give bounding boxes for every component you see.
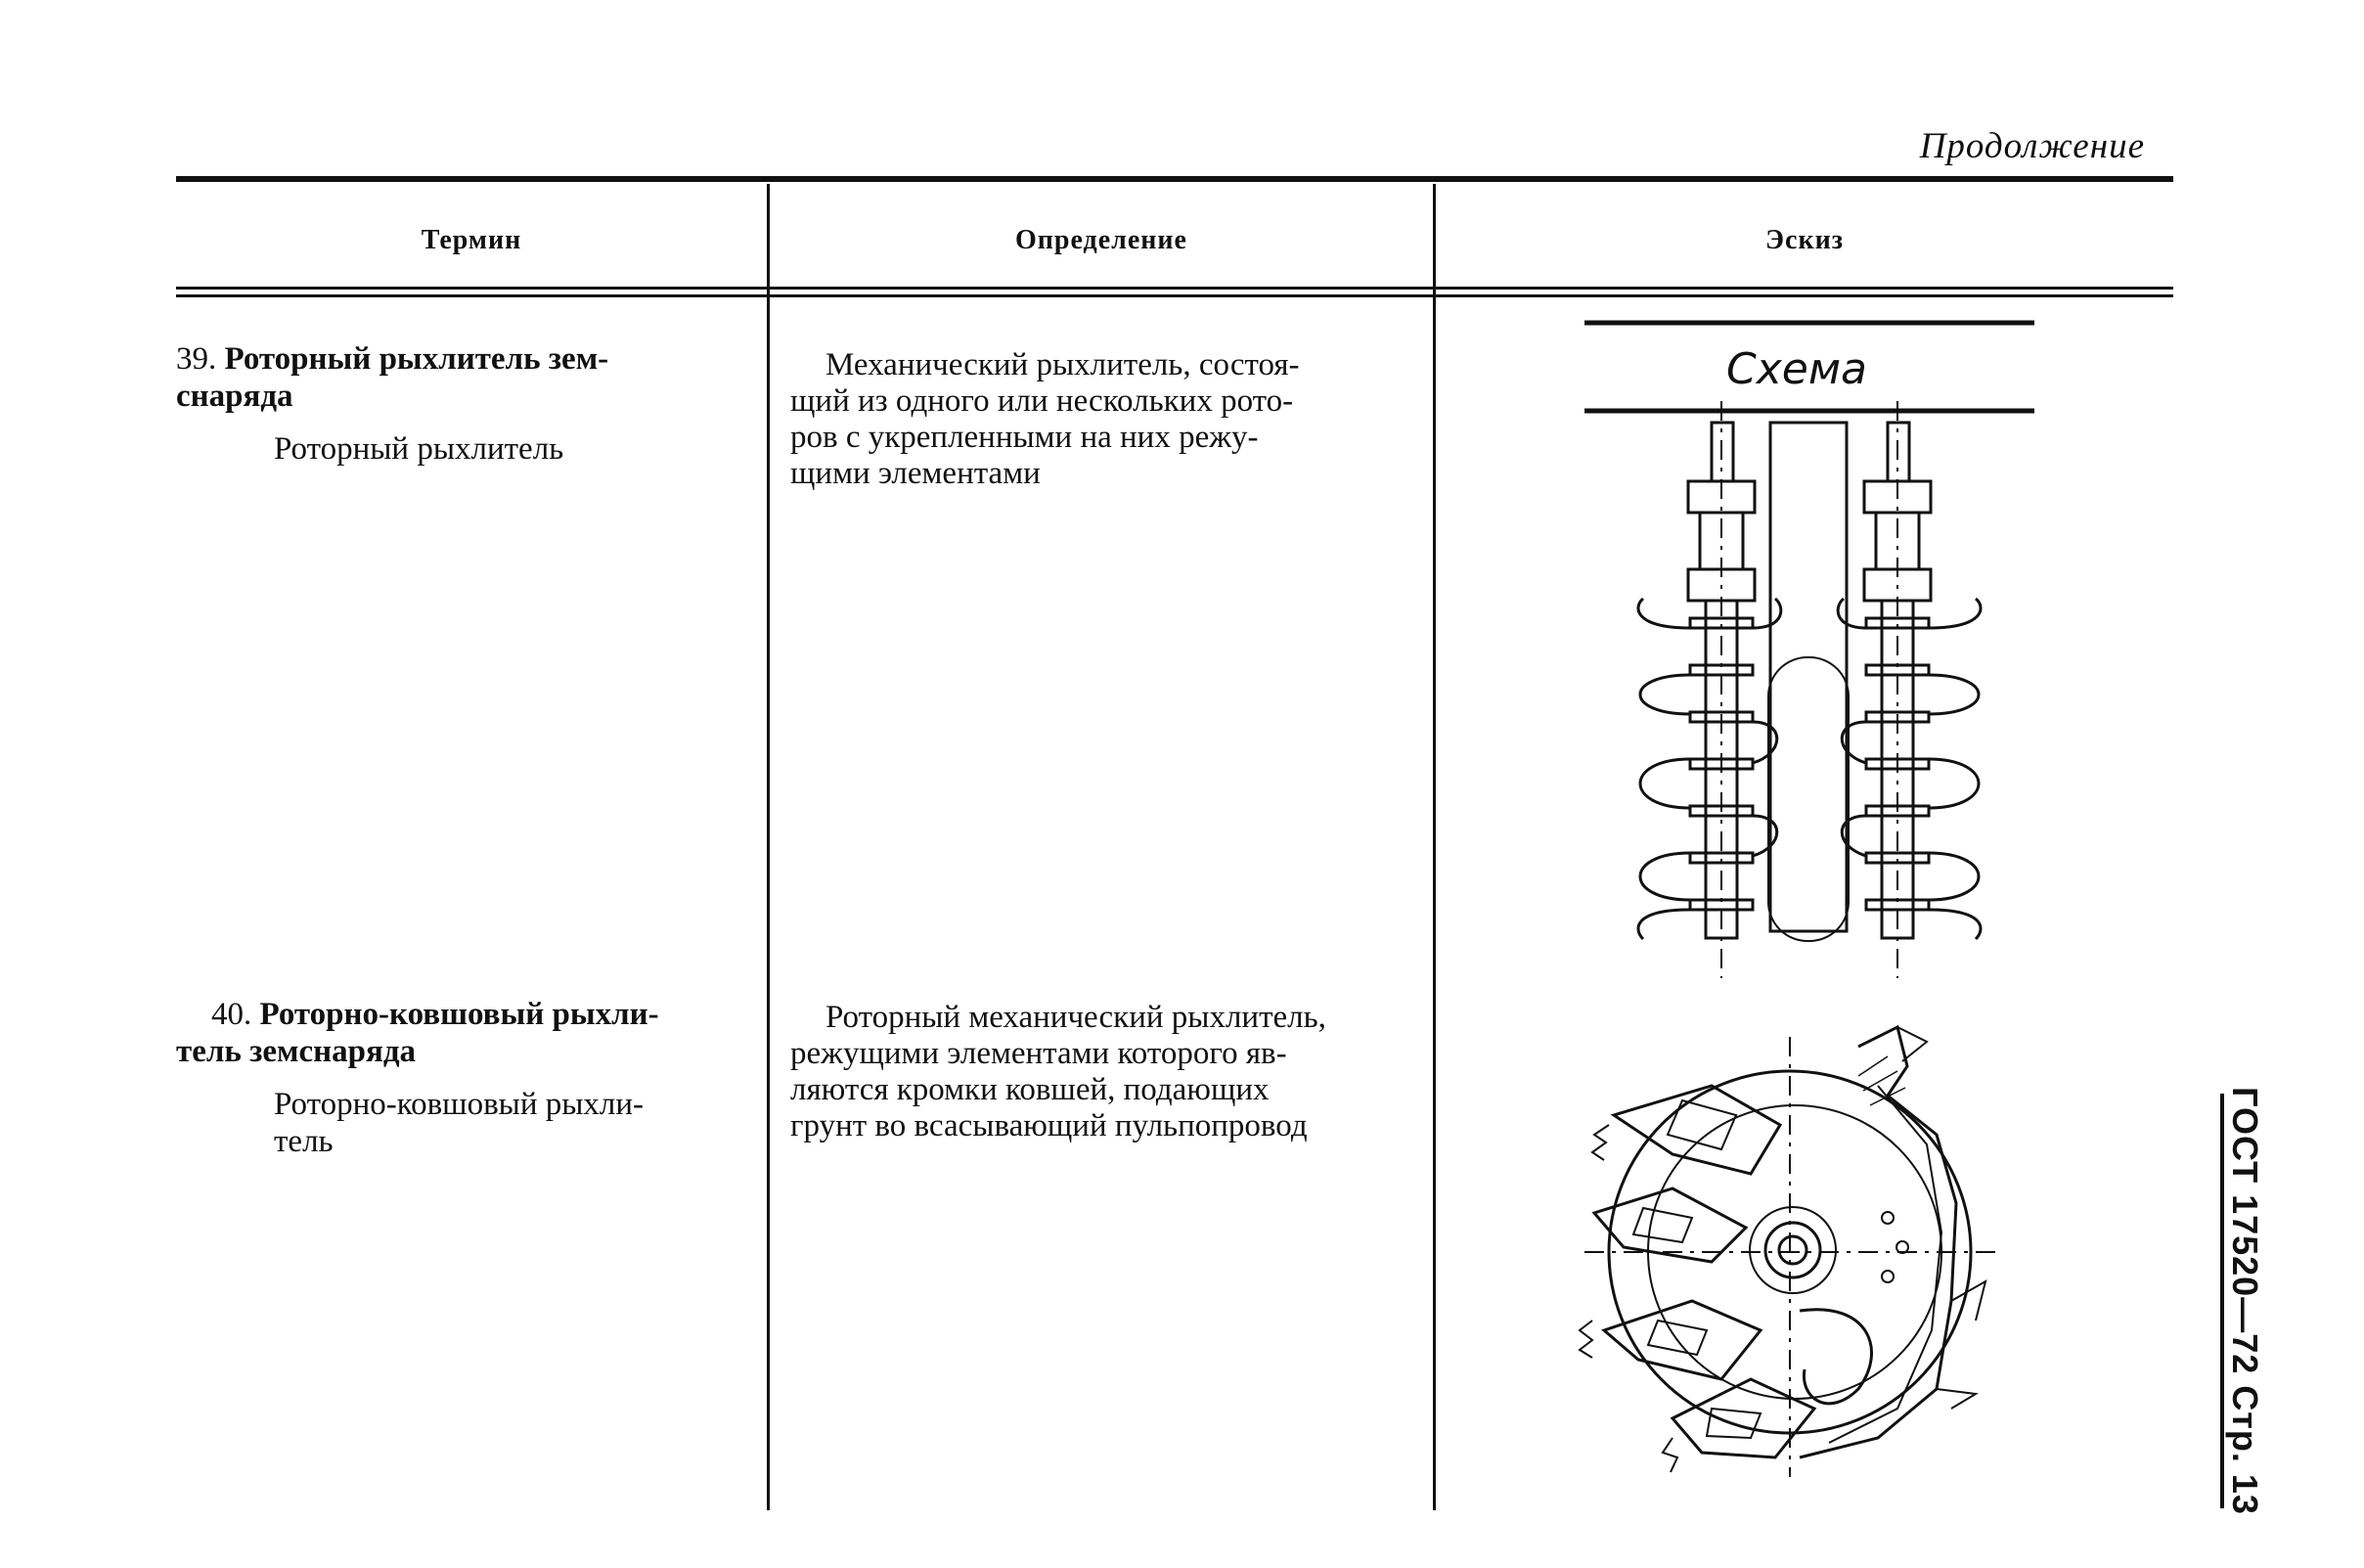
term-text: тель земснаряда — [176, 1034, 417, 1069]
definition-line: режущими элементами которого яв- — [790, 1036, 1287, 1071]
synonym-text: тель — [274, 1124, 334, 1159]
column-header-term: Термин — [421, 225, 522, 255]
column-header-definition: Определение — [1015, 225, 1187, 255]
term-synonym: Роторно-ковшовый рыхли- тель — [176, 1086, 753, 1160]
term-number: 40. — [211, 997, 252, 1032]
gost-page-label: ГОСТ 17520—72 Стр. 13 — [2225, 1087, 2265, 1515]
table-top-rule — [176, 176, 2173, 182]
term-line: снаряда — [176, 378, 753, 415]
column-divider — [1433, 184, 1436, 1510]
term-number: 39. — [176, 341, 217, 377]
term-line: тель земснаряда — [176, 1033, 753, 1070]
term-cell: 40. Роторно-ковшовый рыхли- тель земснар… — [176, 996, 753, 1160]
definition-line: Механический рыхлитель, состоя- — [825, 347, 1300, 382]
term-text: Роторный рыхлитель зем- — [224, 341, 609, 377]
side-stamp-rule — [2220, 1094, 2224, 1508]
definition-cell: Механический рыхлитель, состоя- щий из о… — [790, 347, 1416, 492]
definition-line: ров с укрепленными на них режу- — [790, 420, 1259, 455]
column-header-sketch: Эскиз — [1765, 225, 1844, 255]
synonym-text: Роторно-ковшовый рыхли- — [274, 1087, 645, 1122]
definition-cell: Роторный механический рыхлитель, режущим… — [790, 1000, 1416, 1144]
term-line: 39. Роторный рыхлитель зем- — [176, 340, 753, 378]
term-synonym: Роторный рыхлитель — [176, 430, 753, 468]
term-cell: 39. Роторный рыхлитель зем- снаряда Рото… — [176, 340, 753, 468]
sketch-rotor-bucket — [1565, 1008, 2015, 1497]
sketch-caption: Схема — [1726, 344, 1867, 394]
term-line: 40. Роторно-ковшовый рыхли- — [176, 996, 753, 1033]
synonym-text: Роторный рыхлитель — [274, 431, 564, 467]
column-divider — [767, 184, 770, 1510]
term-text: снаряда — [176, 379, 293, 414]
continuation-label: Продолжение — [1919, 126, 2145, 166]
definition-line: щий из одного или нескольких рото- — [790, 383, 1294, 419]
definition-line: Роторный механический рыхлитель, — [825, 1000, 1326, 1035]
header-rule — [176, 287, 2173, 290]
definition-line: ляются кромки ковшей, подающих — [790, 1072, 1270, 1107]
sketch-rotor-ripper: Схема — [1575, 313, 2044, 988]
definition-line: грунт во всасывающий пульпопровод — [790, 1108, 1308, 1143]
side-stamp: ГОСТ 17520—72 Стр. 13 — [2210, 1087, 2279, 1515]
term-text: Роторно-ковшовый рыхли- — [259, 997, 659, 1032]
definition-line: щими элементами — [790, 456, 1041, 491]
rotor-ripper-scheme-drawing: Схема — [1584, 320, 2034, 978]
header-rule-double — [176, 294, 2173, 297]
rotor-bucket-wheel-drawing — [1578, 1024, 1995, 1477]
